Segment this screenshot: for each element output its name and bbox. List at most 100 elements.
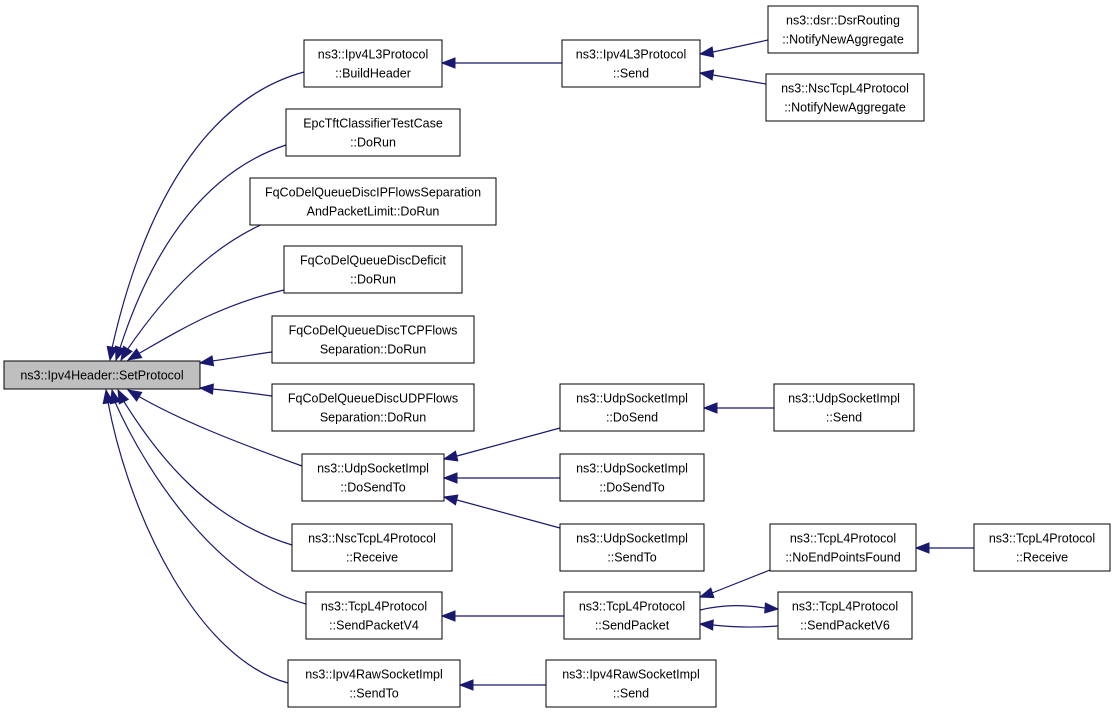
edge-udp_sto-to-udp_dsto (442, 494, 561, 529)
node-box[interactable] (561, 39, 701, 88)
node-box[interactable] (767, 5, 919, 54)
node-label-line: ns3::TcpL4Protocol (792, 600, 898, 614)
node-box[interactable] (287, 659, 461, 708)
node-label-line: ::SendPacketV6 (800, 619, 890, 633)
node-fq_udp[interactable]: FqCoDelQueueDiscUDPFlowsSeparation::DoRu… (271, 383, 475, 432)
node-label-line: ns3::UdpSocketImpl (788, 392, 900, 406)
node-udp_dsto[interactable]: ns3::UdpSocketImpl::DoSendTo (301, 453, 445, 502)
node-label-line: ::Send (613, 687, 649, 701)
node-label-line: ns3::Ipv4RawSocketImpl (305, 668, 443, 682)
node-label-line: ns3::UdpSocketImpl (576, 532, 688, 546)
node-label-line: ::SendPacketV4 (329, 619, 419, 633)
node-label-line: ::SendTo (607, 551, 656, 565)
edge-fq_tcp-to-root (198, 351, 273, 367)
arrowhead (914, 542, 930, 554)
node-bh[interactable]: ns3::Ipv4L3Protocol::BuildHeader (303, 39, 443, 88)
arrowhead (109, 388, 121, 405)
node-nsc_nna[interactable]: ns3::NscTcpL4Protocol::NotifyNewAggregat… (765, 73, 925, 122)
arrowhead (698, 587, 715, 599)
node-label-line: ::SendTo (349, 687, 398, 701)
node-fq_ipsep[interactable]: FqCoDelQueueDiscIPFlowsSeparationAndPack… (249, 177, 497, 226)
edge-udp_send-to-udp_ds (702, 402, 774, 414)
node-label-line: EpcTftClassifierTestCase (303, 117, 443, 131)
arrowhead (120, 345, 133, 362)
node-epc[interactable]: EpcTftClassifierTestCase::DoRun (285, 108, 461, 157)
node-box[interactable] (559, 383, 705, 432)
node-label-line: ::NotifyNewAggregate (782, 33, 904, 47)
node-box[interactable] (563, 591, 701, 640)
node-label-line: FqCoDelQueueDiscUDPFlows (288, 392, 458, 406)
node-label-line: ns3::Ipv4RawSocketImpl (562, 668, 700, 682)
node-label-line: ns3::UdpSocketImpl (317, 462, 429, 476)
node-tcp_sp[interactable]: ns3::TcpL4Protocol::SendPacket (563, 591, 701, 640)
node-udp_sto[interactable]: ns3::UdpSocketImpl::SendTo (559, 523, 705, 572)
node-dsr[interactable]: ns3::dsr::DsrRouting::NotifyNewAggregate (767, 5, 919, 54)
node-l3send[interactable]: ns3::Ipv4L3Protocol::Send (561, 39, 701, 88)
node-raw_send[interactable]: ns3::Ipv4RawSocketImpl::Send (545, 659, 717, 708)
node-udp_send[interactable]: ns3::UdpSocketImpl::Send (773, 383, 915, 432)
node-box[interactable] (283, 245, 463, 294)
arrowhead (440, 610, 456, 622)
node-box[interactable] (559, 453, 705, 502)
node-box[interactable] (291, 523, 453, 572)
node-box[interactable] (559, 523, 705, 572)
node-label-line: ns3::dsr::DsrRouting (786, 14, 900, 28)
node-box[interactable] (305, 591, 443, 640)
edge-epc-to-root (114, 144, 287, 362)
node-box[interactable] (773, 383, 915, 432)
arrowhead (702, 402, 718, 414)
edge-nsc_recv-to-root (117, 388, 293, 546)
node-label-line: FqCoDelQueueDiscDeficit (300, 254, 446, 268)
edges-layer (102, 39, 974, 691)
node-label-line: ns3::TcpL4Protocol (321, 600, 427, 614)
node-box[interactable] (285, 108, 461, 157)
edge-tcp_nepf-to-tcp_sp (698, 569, 771, 599)
edge-fq_udp-to-root (198, 383, 273, 397)
edge-bh-to-root (106, 71, 305, 362)
node-label-line: Separation::DoRun (320, 343, 426, 357)
node-tcp_spv6[interactable]: ns3::TcpL4Protocol::SendPacketV6 (777, 591, 913, 640)
node-tcp_spv4[interactable]: ns3::TcpL4Protocol::SendPacketV4 (305, 591, 443, 640)
node-label-line: FqCoDelQueueDiscIPFlowsSeparation (265, 186, 481, 200)
node-fq_def[interactable]: FqCoDelQueueDiscDeficit::DoRun (283, 245, 463, 294)
node-box[interactable] (271, 315, 475, 364)
node-label-line: ns3::Ipv4Header::SetProtocol (20, 369, 183, 383)
arrowhead (698, 46, 715, 58)
node-box[interactable] (271, 383, 475, 432)
node-udp_ds[interactable]: ns3::UdpSocketImpl::DoSend (559, 383, 705, 432)
node-nsc_recv[interactable]: ns3::NscTcpL4Protocol::Receive (291, 523, 453, 572)
node-label-line: ::DoRun (350, 136, 396, 150)
node-box[interactable] (769, 523, 917, 572)
node-label-line: ::NotifyNewAggregate (784, 101, 906, 115)
arrowhead (764, 602, 780, 614)
node-udp_dsto2[interactable]: ns3::UdpSocketImpl::DoSendTo (559, 453, 705, 502)
node-label-line: ::DoSendTo (599, 481, 664, 495)
node-label-line: ::DoSend (606, 411, 658, 425)
edge-tcp_spv6-to-tcp_sp (698, 619, 779, 631)
node-box[interactable] (777, 591, 913, 640)
node-tcp_nepf[interactable]: ns3::TcpL4Protocol::NoEndPointsFound (769, 523, 917, 572)
node-box[interactable] (3, 360, 201, 390)
node-fq_tcp[interactable]: FqCoDelQueueDiscTCPFlowsSeparation::DoRu… (271, 315, 475, 364)
arrowhead (440, 57, 456, 69)
edge-udp_ds-to-udp_dsto (442, 427, 561, 462)
node-box[interactable] (301, 453, 445, 502)
node-label-line: ns3::UdpSocketImpl (576, 392, 688, 406)
node-box[interactable] (545, 659, 717, 708)
node-box[interactable] (249, 177, 497, 226)
arrowhead (126, 389, 143, 402)
node-label-line: ::Send (613, 67, 649, 81)
edge-l3send-to-bh (440, 57, 562, 69)
node-box[interactable] (973, 523, 1111, 572)
arrowhead (102, 388, 114, 405)
node-raw_sto[interactable]: ns3::Ipv4RawSocketImpl::SendTo (287, 659, 461, 708)
node-root[interactable]: ns3::Ipv4Header::SetProtocol (3, 360, 201, 390)
node-label-line: ::Receive (1016, 551, 1068, 565)
edge-tcp_sp-to-tcp_spv4 (440, 610, 564, 622)
edge-udp_dsto2-to-udp_dsto (442, 472, 560, 484)
node-box[interactable] (765, 73, 925, 122)
edge-raw_send-to-raw_sto (458, 679, 546, 691)
node-tcp_recv[interactable]: ns3::TcpL4Protocol::Receive (973, 523, 1111, 572)
node-label-line: ns3::TcpL4Protocol (790, 532, 896, 546)
node-box[interactable] (303, 39, 443, 88)
